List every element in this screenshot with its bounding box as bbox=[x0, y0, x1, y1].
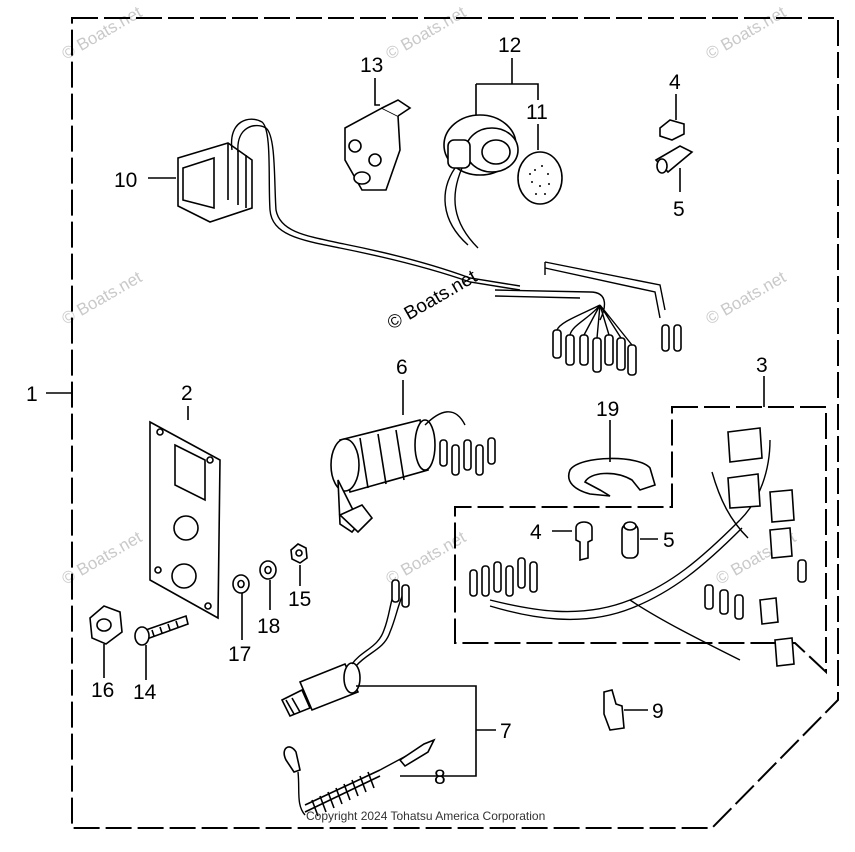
screw-part bbox=[659, 119, 685, 141]
callout-3: 3 bbox=[756, 354, 768, 377]
callout-2: 2 bbox=[181, 382, 193, 405]
callout-10: 10 bbox=[114, 169, 137, 192]
watermark: © Boats.net bbox=[383, 2, 470, 63]
callout-labels: 1 2 3 4 5 6 7 8 9 10 11 12 13 14 15 16 1… bbox=[26, 34, 768, 789]
callout-19: 19 bbox=[596, 398, 619, 421]
switch-box-part bbox=[177, 118, 521, 291]
callout-16: 16 bbox=[91, 679, 114, 702]
bracket-part bbox=[344, 99, 412, 191]
clamp-part bbox=[568, 457, 656, 497]
screw-part-inner bbox=[575, 521, 593, 562]
switch-harness-leads bbox=[494, 261, 682, 376]
key-switch-part bbox=[330, 411, 496, 534]
callout-6: 6 bbox=[396, 356, 408, 379]
cap-part bbox=[517, 151, 563, 205]
callout-18: 18 bbox=[257, 615, 280, 638]
callout-4-inner: 4 bbox=[530, 521, 542, 544]
sleeve-part bbox=[654, 145, 694, 174]
watermark: © Boats.net bbox=[703, 2, 790, 63]
lock-washer-part bbox=[259, 560, 277, 580]
callout-8: 8 bbox=[434, 766, 446, 789]
callout-11: 11 bbox=[526, 101, 548, 124]
callout-12: 12 bbox=[498, 34, 521, 57]
nut-part bbox=[290, 543, 308, 564]
lanyard-part bbox=[283, 738, 436, 817]
buzzer-part bbox=[443, 114, 519, 249]
callout-13: 13 bbox=[360, 54, 383, 77]
watermark: © Boats.net bbox=[703, 267, 790, 328]
callout-5-inner: 5 bbox=[663, 529, 675, 552]
callout-7: 7 bbox=[500, 720, 512, 743]
leader-lines bbox=[46, 58, 765, 777]
callout-1: 1 bbox=[26, 383, 38, 406]
panel-plate-part bbox=[149, 420, 221, 620]
harness-outline bbox=[454, 406, 827, 675]
callout-17: 17 bbox=[228, 643, 251, 666]
lock-nut-part bbox=[89, 605, 123, 645]
sleeve-part-inner bbox=[621, 521, 639, 559]
callout-4: 4 bbox=[669, 71, 681, 94]
callout-15: 15 bbox=[288, 588, 311, 611]
copyright-text: Copyright 2024 Tohatsu America Corporati… bbox=[306, 809, 545, 823]
callout-14: 14 bbox=[133, 681, 157, 704]
callout-5: 5 bbox=[673, 198, 685, 221]
screw-bolt-part bbox=[134, 614, 189, 646]
clip-part bbox=[603, 689, 625, 731]
assembly-outline bbox=[71, 17, 839, 829]
main-harness-part bbox=[469, 427, 807, 667]
callout-9: 9 bbox=[652, 700, 664, 723]
washer-part bbox=[232, 574, 250, 594]
